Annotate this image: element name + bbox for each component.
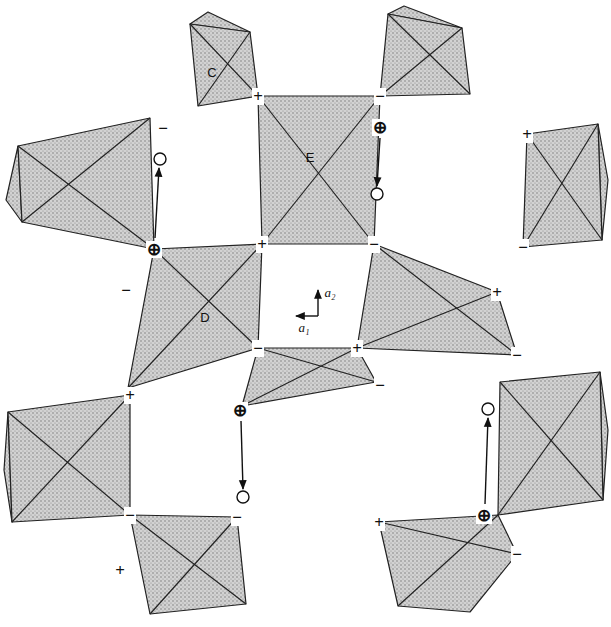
octahedron-edge bbox=[398, 515, 498, 606]
charge-sign: + bbox=[351, 340, 363, 357]
octahedron bbox=[380, 14, 470, 96]
charge-sign: + bbox=[373, 514, 385, 531]
charge-sign: − bbox=[120, 282, 132, 299]
octahedron bbox=[128, 244, 262, 388]
octahedron-edge bbox=[262, 96, 380, 244]
octahedron-edge bbox=[12, 395, 130, 522]
charge-sign: − bbox=[231, 509, 243, 526]
charge-sign: + bbox=[256, 236, 268, 253]
charge-sign: ⊕ bbox=[372, 119, 388, 136]
displacement-arrow bbox=[155, 168, 159, 238]
octahedron-edge bbox=[22, 118, 150, 222]
octahedron-edge bbox=[150, 517, 237, 614]
octahedron-edge bbox=[357, 292, 497, 348]
octahedron bbox=[190, 24, 258, 106]
charge-sign: − bbox=[124, 507, 136, 524]
charge-sign: − bbox=[157, 120, 169, 137]
charge-sign: − bbox=[511, 347, 523, 364]
octahedron-label: C bbox=[206, 66, 217, 79]
octahedron-edge bbox=[198, 32, 250, 106]
octahedron bbox=[8, 395, 130, 522]
charge-sign: + bbox=[521, 126, 533, 143]
displacement-arrow bbox=[485, 418, 488, 504]
octahedron-edge bbox=[498, 372, 600, 515]
octahedron-edge bbox=[128, 244, 262, 388]
octahedron bbox=[130, 515, 246, 614]
charge-sign: − bbox=[374, 377, 386, 394]
charge-sign: ⊕ bbox=[232, 402, 248, 419]
octahedron-edge bbox=[374, 244, 517, 355]
octahedron-edge bbox=[380, 28, 462, 96]
octahedron-label: E bbox=[305, 151, 316, 164]
charge-sign: − bbox=[252, 340, 264, 357]
axis-label: a₁ bbox=[297, 321, 310, 334]
octahedron-edge bbox=[242, 348, 357, 406]
octahedron-edge bbox=[154, 249, 258, 348]
axis-arrow bbox=[317, 290, 318, 316]
octahedron-edge bbox=[18, 146, 154, 249]
displacement-arrow bbox=[241, 421, 243, 489]
charge-sign: ⊕ bbox=[476, 507, 492, 524]
octahedron-edge bbox=[527, 134, 602, 240]
axis-label: a₂ bbox=[323, 286, 336, 299]
vacant-site bbox=[237, 491, 249, 503]
charge-sign: + bbox=[491, 284, 503, 301]
octahedron-edge bbox=[379, 522, 517, 554]
axis-arrow bbox=[296, 315, 318, 316]
octahedron bbox=[379, 515, 517, 612]
octahedron-edge bbox=[523, 124, 598, 247]
octahedron bbox=[498, 372, 603, 515]
charge-sign: ⊕ bbox=[146, 241, 162, 258]
charge-sign: + bbox=[124, 387, 136, 404]
octahedron-edge bbox=[388, 14, 470, 94]
octahedron-label: D bbox=[199, 311, 210, 324]
octahedron bbox=[357, 244, 517, 355]
octahedron-edge bbox=[8, 412, 130, 515]
octahedron bbox=[523, 124, 602, 247]
charge-sign: + bbox=[252, 88, 264, 105]
octahedron bbox=[258, 96, 380, 244]
charge-sign: − bbox=[374, 88, 386, 105]
octahedron-edge bbox=[258, 96, 374, 244]
vacant-site bbox=[154, 153, 166, 165]
charge-sign: − bbox=[511, 546, 523, 563]
charge-sign: − bbox=[368, 236, 380, 253]
charge-sign: − bbox=[517, 239, 529, 256]
octahedron bbox=[18, 118, 154, 249]
vacant-site bbox=[482, 403, 494, 415]
vacant-site bbox=[371, 188, 383, 200]
octahedron-edge bbox=[130, 515, 246, 604]
displacement-arrow bbox=[377, 138, 380, 186]
octahedron bbox=[242, 348, 376, 406]
charge-sign: + bbox=[114, 562, 126, 579]
